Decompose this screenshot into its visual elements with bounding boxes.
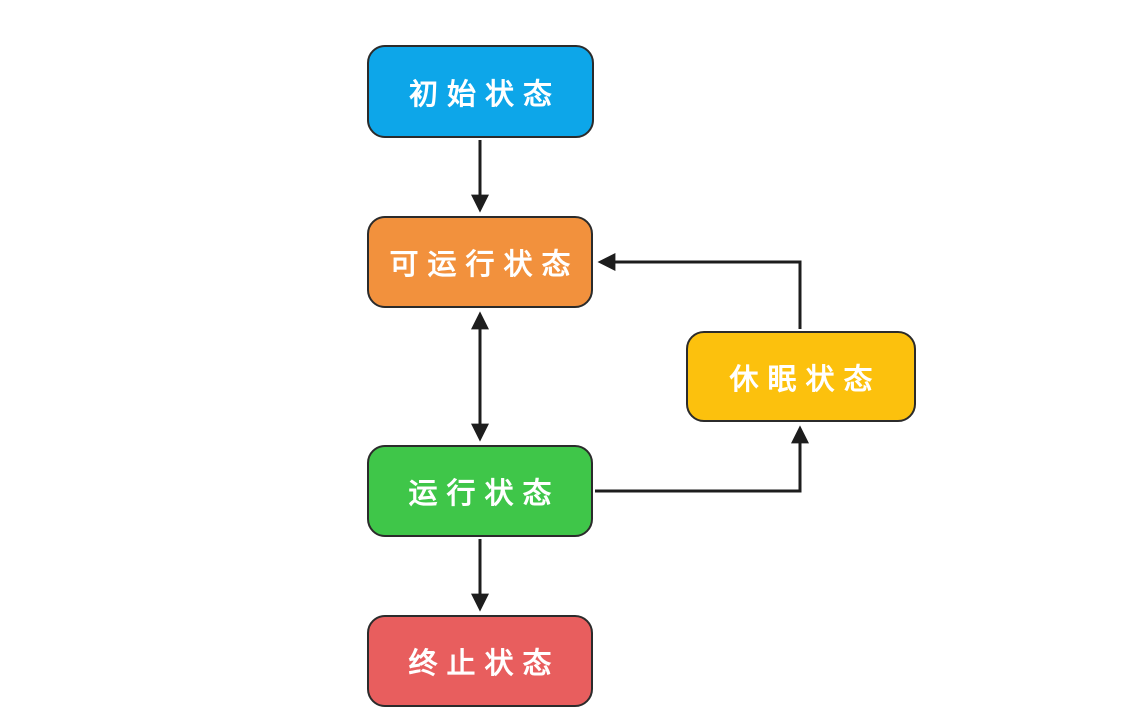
edge-running-to-sleep xyxy=(595,425,809,493)
node-runnable-state-label: 可运行状态 xyxy=(389,247,580,281)
node-terminated-state-label: 终止状态 xyxy=(408,646,561,680)
node-sleep-state[interactable]: 休眠状态 xyxy=(686,331,916,422)
node-running-state-label: 运行状态 xyxy=(408,476,561,510)
node-sleep-state-label: 休眠状态 xyxy=(729,361,882,396)
node-runnable-state[interactable]: 可运行状态 xyxy=(367,216,593,308)
node-initial-state[interactable]: 初始状态 xyxy=(367,45,594,138)
node-running-state[interactable]: 运行状态 xyxy=(367,445,593,537)
node-initial-state-label: 初始状态 xyxy=(408,76,561,111)
node-terminated-state[interactable]: 终止状态 xyxy=(367,615,593,707)
edge-sleep-to-runnable xyxy=(597,253,802,329)
